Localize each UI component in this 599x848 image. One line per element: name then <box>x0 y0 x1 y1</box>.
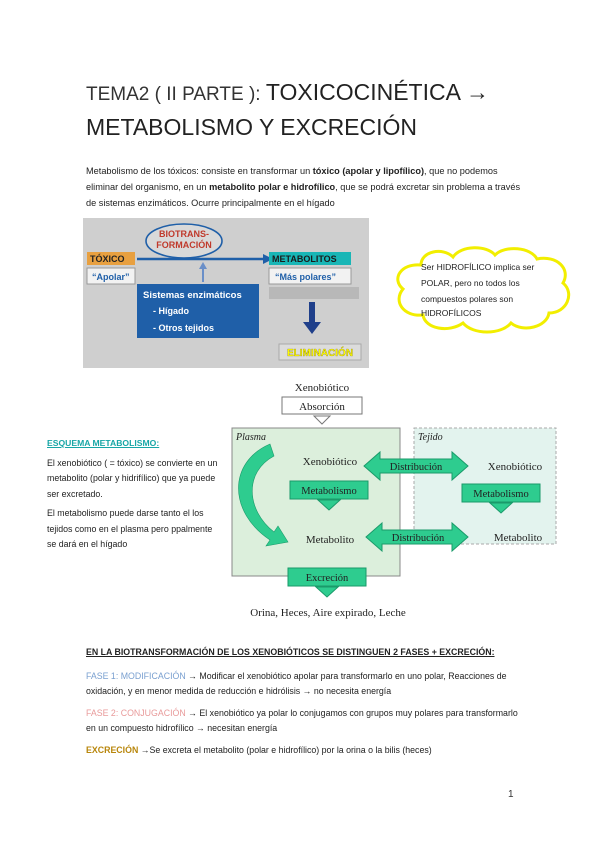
toxico-box <box>87 252 135 265</box>
side-paragraph-2: El metabolismo puede darse tanto el los … <box>47 508 213 549</box>
metabolitos-title: METABOLITOS <box>272 254 337 264</box>
phase-1-text: → Modificar el xenobiótico apolar para t… <box>86 670 507 697</box>
absorcion-box <box>281 396 363 415</box>
side-heading: ESQUEMA METABOLISMO: <box>47 438 160 448</box>
systems-item-2: - Otros tejidos <box>153 323 214 333</box>
cloud-line-1: Ser HIDROFÍLICO implica ser <box>421 262 535 272</box>
page-number: 1 <box>508 789 514 800</box>
intro-text-1: Metabolismo de los tóxicos: consiste en … <box>86 166 313 176</box>
intro-text-2: , que no podemos eliminar del organismo,… <box>86 166 498 192</box>
cloud-note: Ser HIDROFÍLICO implica ser POLAR, pero … <box>391 243 575 335</box>
eliminacion-box <box>278 343 362 361</box>
grey-bar <box>269 287 359 299</box>
xeno-left: Xenobiótico <box>303 456 358 468</box>
intro-text-3: , que se podrá excretar sin problema a t… <box>86 182 521 208</box>
cloud-line-2: POLAR, pero no todos los <box>421 278 520 288</box>
systems-item-1: - Hígado <box>153 306 189 316</box>
toxico-sub-box <box>86 267 136 285</box>
absorcion-arrow <box>312 415 332 425</box>
phase-2: FASE 2: CONJUGACIÓN → El xenobiótico ya … <box>86 706 526 737</box>
phase-1: FASE 1: MODIFICACIÓN → Modificar el xeno… <box>86 669 526 700</box>
cloud-line-3: compuestos polares son <box>421 294 513 304</box>
intro-bold-2: metabolito polar e hidrofílico <box>209 182 336 192</box>
phase-1-label: FASE 1: MODIFICACIÓN <box>86 670 186 681</box>
tejido-label: Tejido <box>418 432 443 443</box>
excrecion-arrow <box>314 586 340 598</box>
absorcion-label: Absorción <box>299 401 345 413</box>
phase-2-label: FASE 2: CONJUGACIÓN <box>86 707 186 718</box>
curved-arrow <box>238 443 289 547</box>
systems-arrowhead <box>199 262 207 269</box>
metabolitos-sub-box <box>268 267 352 285</box>
bubble-line-1: BIOTRANS- <box>159 229 209 239</box>
main-arrowhead <box>263 254 273 264</box>
eliminacion-label: ELIMINACIÓN <box>287 346 353 359</box>
down-arrow-shaft <box>309 302 315 322</box>
distribucion-label-2: Distribución <box>392 533 445 544</box>
distribucion-label-1: Distribución <box>390 462 443 473</box>
metabolismo-right-box <box>461 483 541 503</box>
down-arrowhead <box>303 322 321 334</box>
toxico-title: TÓXICO <box>90 253 125 264</box>
distribucion-arrow-1 <box>363 450 469 482</box>
phase-2-text: → El xenobiótico ya polar lo conjugamos … <box>86 707 518 734</box>
title-prefix: TEMA2 ( II PARTE ): <box>86 84 266 105</box>
intro-bold-1: tóxico (apolar y lipofílico) <box>312 166 425 176</box>
toxico-sub: “Apolar” <box>92 272 130 282</box>
excretion-text: →Se excreta el metabolito (polar e hidro… <box>138 744 432 755</box>
excrecion-box <box>287 567 367 587</box>
phases-section: EN LA BIOTRANSFORMACIÓN DE LOS XENOBIÓTI… <box>86 645 526 764</box>
intro-paragraph: Metabolismo de los tóxicos: consiste en … <box>86 163 526 211</box>
metabolismo-left-box <box>289 480 369 500</box>
metabolitos-box <box>269 252 351 265</box>
systems-title: Sistemas enzimáticos <box>143 290 242 301</box>
excretion-label: EXCRECIÓN <box>86 744 139 755</box>
metabolismo-left-arrow <box>316 499 342 511</box>
metabolism-scheme: Xenobiótico Absorción Plasma Tejido Xeno… <box>230 380 560 625</box>
metabolitos-sub: “Más polares” <box>275 272 336 282</box>
cloud-shape <box>396 246 571 334</box>
biotransformation-svg: BIOTRANS- FORMACIÓN TÓXICO “Apolar” META… <box>86 223 362 361</box>
side-notes: ESQUEMA METABOLISMO: El xenobiótico ( = … <box>47 436 222 557</box>
metabolismo-right-arrow <box>488 502 514 514</box>
excrecion-label: Excreción <box>306 573 349 584</box>
excretion: EXCRECIÓN →Se excreta el metabolito (pol… <box>86 743 526 759</box>
side-paragraph-1: El xenobiótico ( = tóxico) se convierte … <box>47 457 218 499</box>
bubble-line-2: FORMACIÓN <box>156 239 212 250</box>
scheme-top-label: Xenobiótico <box>295 382 350 394</box>
title-main: TOXICOCINÉTICA → <box>265 79 490 105</box>
biotransformation-figure: BIOTRANS- FORMACIÓN TÓXICO “Apolar” META… <box>83 218 369 368</box>
metabolito-left: Metabolito <box>306 534 355 546</box>
page-title: TEMA2 ( II PARTE ): TOXICOCINÉTICA → MET… <box>86 76 546 143</box>
cloud-svg: Ser HIDROFÍLICO implica ser POLAR, pero … <box>396 246 571 334</box>
xeno-right: Xenobiótico <box>488 461 543 473</box>
title-line2: METABOLISMO Y EXCRECIÓN <box>86 114 418 140</box>
metabolismo-right: Metabolismo <box>473 489 528 500</box>
plasma-region <box>231 427 401 577</box>
scheme-bottom-label: Orina, Heces, Aire expirado, Leche <box>250 607 406 619</box>
metabolismo-left: Metabolismo <box>301 486 356 497</box>
plasma-label: Plasma <box>235 432 266 443</box>
scheme-svg: Xenobiótico Absorción Plasma Tejido Xeno… <box>231 382 557 619</box>
phases-heading: EN LA BIOTRANSFORMACIÓN DE LOS XENOBIÓTI… <box>86 647 495 657</box>
cloud-line-4: HIDROFÍLICOS <box>421 308 482 318</box>
systems-box <box>137 284 259 338</box>
distribucion-arrow-2 <box>365 521 469 553</box>
metabolito-right: Metabolito <box>494 532 543 544</box>
